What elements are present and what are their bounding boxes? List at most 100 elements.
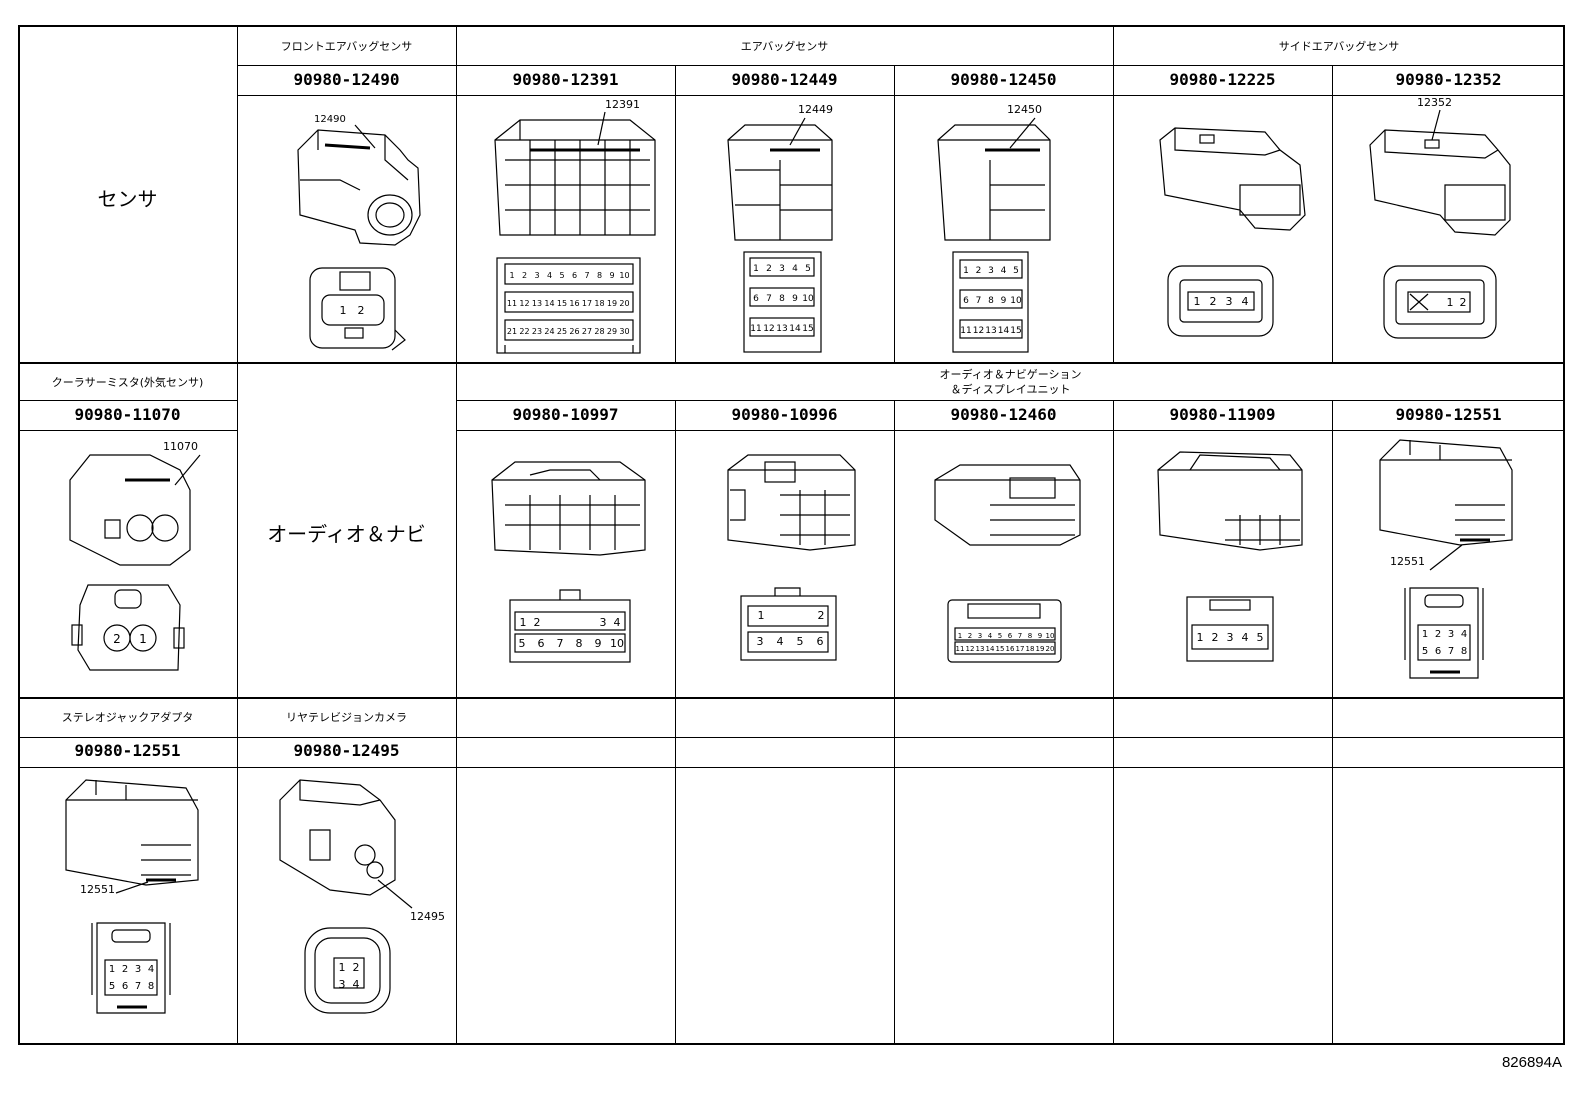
pin-number: 5 xyxy=(109,981,115,992)
pin-number: 7 xyxy=(1018,632,1022,640)
part-number: 90980-12551 xyxy=(1395,405,1502,424)
pin-number: 2 xyxy=(358,304,365,317)
col-divider xyxy=(894,65,895,362)
connector-11909-face xyxy=(1186,596,1274,662)
group-title: ステレオジャックアダプタ xyxy=(61,711,194,724)
pin-number: 3 xyxy=(1448,629,1454,640)
col-divider xyxy=(675,65,676,362)
col-divider xyxy=(1332,65,1333,362)
pin-number: 1 xyxy=(520,616,527,629)
group-title: フロントエアバッグセンサ xyxy=(280,40,413,53)
part-number: 90980-12551 xyxy=(74,741,181,760)
row-divider xyxy=(456,430,1565,431)
connector-12450-face xyxy=(952,251,1029,353)
pin-number: 3 xyxy=(988,266,994,276)
pin-number: 12 xyxy=(966,645,975,653)
pin-number: 3 xyxy=(339,978,346,991)
pin-number: 3 xyxy=(135,964,141,975)
part-number: 90980-12490 xyxy=(293,70,400,89)
col-divider xyxy=(1113,25,1114,362)
group-title: リヤテレビジョンカメラ xyxy=(286,711,407,724)
pin-number: 1 xyxy=(1197,631,1204,644)
pin-number: 16 xyxy=(1006,645,1015,653)
pin-number: 25 xyxy=(557,327,567,336)
row-divider xyxy=(18,400,237,401)
group-title: オーディオ＆ナビゲーション ＆ディスプレイユニット xyxy=(939,368,1082,396)
pin-number: 5 xyxy=(797,635,804,648)
pin-number: 7 xyxy=(976,296,982,306)
callout-12450: 12450 xyxy=(1007,103,1042,116)
pin-number: 7 xyxy=(135,981,141,992)
pin-number: 13 xyxy=(976,645,985,653)
pin-number: 12 xyxy=(973,326,984,336)
pin-number: 2 xyxy=(1210,295,1217,308)
part-number: 90980-11909 xyxy=(1169,405,1276,424)
connector-12495-face xyxy=(304,927,391,1014)
col-divider xyxy=(1332,400,1333,1045)
pin-number: 3 xyxy=(534,271,539,280)
side-label-sensor: センサ xyxy=(97,187,158,211)
col-divider xyxy=(456,25,457,1045)
pin-number: 1 xyxy=(340,304,347,317)
pin-number: 7 xyxy=(557,637,564,650)
connector-table xyxy=(18,25,1565,1045)
pin-number: 5 xyxy=(1257,631,1264,644)
pin-number: 6 xyxy=(963,296,969,306)
part-number: 90980-12460 xyxy=(950,405,1057,424)
connector-12490-sketch xyxy=(297,124,421,246)
row-divider xyxy=(456,400,1565,401)
pin-number: 9 xyxy=(1038,632,1042,640)
pin-number: 2 xyxy=(534,616,541,629)
side-label-audio-navi: オーディオ＆ナビ xyxy=(267,522,426,546)
pin-number: 2 xyxy=(1460,296,1467,309)
pin-number: 9 xyxy=(609,271,614,280)
row-divider xyxy=(237,95,1565,96)
pin-number: 1 xyxy=(1447,296,1454,309)
reference-code: 826894A xyxy=(1501,1054,1562,1071)
pin-number: 2 xyxy=(1435,629,1441,640)
pin-number: 8 xyxy=(597,271,602,280)
pin-number: 9 xyxy=(595,637,602,650)
pin-number: 19 xyxy=(607,299,617,308)
callout-12449: 12449 xyxy=(798,103,833,116)
pin-number: 28 xyxy=(594,327,604,336)
connector-11070-sketch xyxy=(69,454,201,566)
pin-number: 6 xyxy=(1008,632,1013,640)
pin-number: 1 xyxy=(139,632,147,646)
pin-number: 11 xyxy=(750,324,761,334)
row-divider xyxy=(237,65,1565,66)
pin-number: 12 xyxy=(519,299,529,308)
pin-number: 1 xyxy=(109,964,115,975)
pin-number: 3 xyxy=(978,632,982,640)
col-divider xyxy=(894,400,895,1045)
pin-number: 1 xyxy=(753,264,759,274)
pin-number: 4 xyxy=(988,632,993,640)
pin-number: 21 xyxy=(507,327,517,336)
connector-10997-sketch xyxy=(491,461,646,556)
connector-10997-face xyxy=(509,589,631,663)
part-number: 90980-12391 xyxy=(512,70,619,89)
row-divider xyxy=(18,737,1565,738)
connector-12551-stereo-face xyxy=(91,922,171,1014)
pin-number: 15 xyxy=(802,324,813,334)
part-number: 90980-12449 xyxy=(731,70,838,89)
pin-number: 4 xyxy=(777,635,784,648)
pin-number: 15 xyxy=(996,645,1005,653)
pin-number: 4 xyxy=(148,964,154,975)
connector-12352-face xyxy=(1383,265,1497,339)
pin-number: 3 xyxy=(779,264,785,274)
pin-number: 2 xyxy=(818,609,825,622)
pin-number: 4 xyxy=(1242,631,1249,644)
pin-number: 2 xyxy=(122,964,128,975)
connector-12495-sketch xyxy=(279,779,413,909)
connector-12391-sketch xyxy=(494,111,656,236)
col-divider xyxy=(1113,400,1114,1045)
pin-number: 8 xyxy=(988,296,994,306)
pin-number: 8 xyxy=(148,981,154,992)
pin-number: 1 xyxy=(758,609,765,622)
pin-number: 3 xyxy=(600,616,607,629)
pin-number: 6 xyxy=(817,635,824,648)
pin-number: 6 xyxy=(538,637,545,650)
pin-number: 10 xyxy=(1046,632,1055,640)
pin-number: 16 xyxy=(569,299,579,308)
